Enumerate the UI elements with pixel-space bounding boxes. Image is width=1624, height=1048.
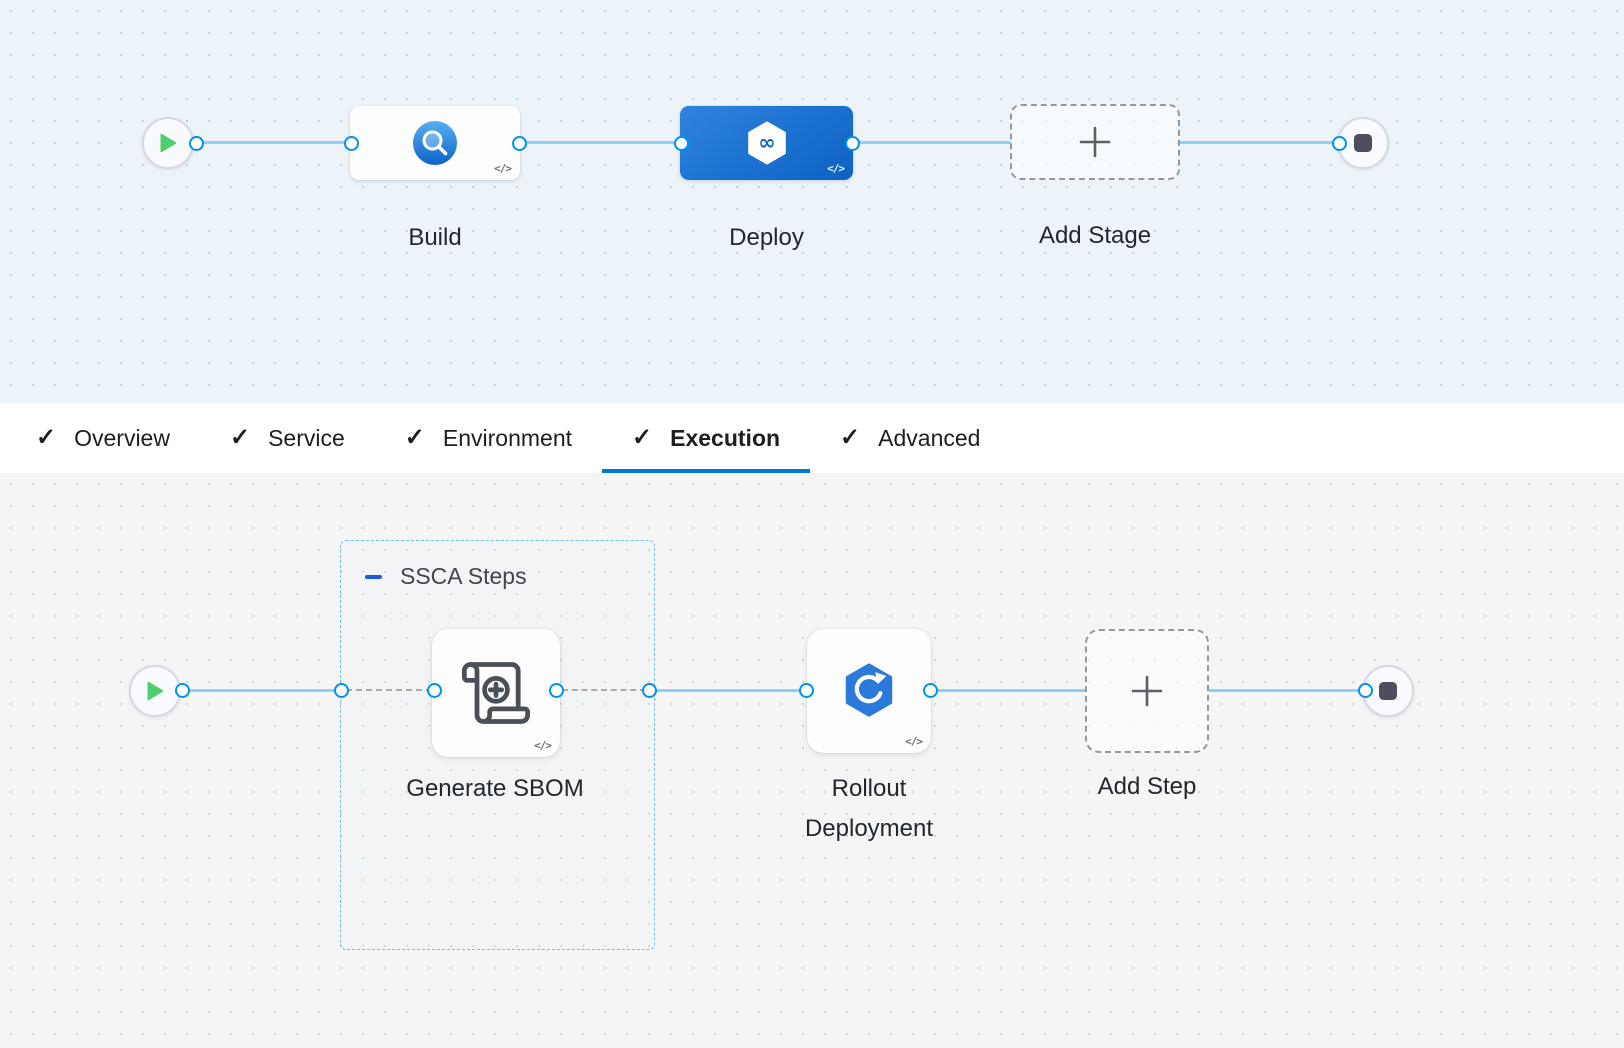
connector-line bbox=[188, 689, 338, 692]
sbom-scroll-icon bbox=[461, 662, 531, 724]
execution-canvas: SSCA Steps </> Generate SBOM bbox=[0, 473, 1624, 1048]
connector-line bbox=[1180, 141, 1336, 144]
code-edit-icon[interactable]: </> bbox=[534, 739, 552, 752]
check-icon: ✓ bbox=[36, 424, 57, 451]
connector-line bbox=[654, 689, 804, 692]
tab-service[interactable]: ✓ Service bbox=[200, 403, 375, 473]
rollout-deployment-icon bbox=[845, 663, 893, 717]
stage-node-deploy[interactable]: ∞ </> bbox=[680, 106, 853, 180]
node-port[interactable] bbox=[1358, 683, 1373, 698]
execution-start-node bbox=[129, 665, 181, 717]
stage-canvas: </> Build ∞ </> Deploy Add Stage bbox=[0, 0, 1624, 403]
step-node-rollout-deployment[interactable]: </> bbox=[807, 629, 931, 753]
code-edit-icon[interactable]: </> bbox=[827, 162, 845, 175]
check-icon: ✓ bbox=[404, 424, 425, 451]
node-port[interactable] bbox=[799, 683, 814, 698]
ssca-group-header: SSCA Steps bbox=[365, 563, 527, 590]
ssca-group-label: SSCA Steps bbox=[400, 563, 527, 589]
check-icon: ✓ bbox=[840, 424, 861, 451]
svg-text:∞: ∞ bbox=[758, 131, 776, 155]
connector-line bbox=[201, 141, 349, 144]
stop-icon bbox=[1379, 682, 1397, 700]
node-port[interactable] bbox=[923, 683, 938, 698]
check-icon: ✓ bbox=[632, 424, 653, 451]
tab-label: Environment bbox=[442, 424, 573, 451]
tab-environment[interactable]: ✓ Environment bbox=[375, 403, 602, 473]
connector-line bbox=[934, 689, 1087, 692]
connector-line bbox=[1209, 689, 1361, 692]
node-port[interactable] bbox=[427, 683, 442, 698]
code-edit-icon[interactable]: </> bbox=[494, 162, 512, 175]
cd-deploy-icon: ∞ bbox=[747, 121, 786, 165]
play-icon bbox=[147, 681, 164, 701]
step-label-generate-sbom: Generate SBOM bbox=[406, 775, 584, 802]
check-icon: ✓ bbox=[229, 424, 251, 451]
stage-node-build[interactable]: </> bbox=[350, 106, 520, 180]
tab-execution[interactable]: ✓ Execution bbox=[602, 403, 810, 473]
tab-advanced[interactable]: ✓ Advanced bbox=[810, 403, 1010, 473]
tab-label: Overview bbox=[74, 424, 170, 451]
tab-label: Execution bbox=[670, 424, 781, 451]
add-step-button[interactable] bbox=[1085, 629, 1209, 753]
tab-label: Advanced bbox=[878, 424, 981, 451]
node-port[interactable] bbox=[189, 136, 204, 151]
node-port[interactable] bbox=[344, 136, 359, 151]
tab-label: Service bbox=[268, 424, 345, 451]
node-port[interactable] bbox=[1332, 136, 1347, 151]
node-port[interactable] bbox=[334, 683, 349, 698]
step-node-generate-sbom[interactable]: </> bbox=[432, 629, 560, 757]
collapse-minus-icon[interactable] bbox=[365, 574, 382, 579]
node-port[interactable] bbox=[845, 136, 860, 151]
connector-line bbox=[858, 141, 1012, 144]
play-icon bbox=[160, 133, 177, 153]
ci-build-icon bbox=[413, 121, 457, 165]
plus-icon bbox=[1079, 126, 1111, 158]
stage-tab-bar: ✓ Overview ✓ Service ✓ Environment ✓ Exe… bbox=[0, 403, 1624, 473]
plus-icon bbox=[1131, 675, 1163, 707]
add-stage-label: Add Stage bbox=[1038, 222, 1152, 249]
node-port[interactable] bbox=[549, 683, 564, 698]
code-edit-icon[interactable]: </> bbox=[905, 735, 923, 748]
step-label-rollout-deployment: Rollout Deployment bbox=[804, 775, 934, 842]
stage-label-deploy: Deploy bbox=[729, 224, 804, 251]
node-port[interactable] bbox=[642, 683, 657, 698]
connector-line-dashed bbox=[346, 689, 432, 691]
stage-label-build: Build bbox=[408, 224, 462, 251]
stop-icon bbox=[1354, 134, 1372, 152]
node-port[interactable] bbox=[175, 683, 190, 698]
connector-line-dashed bbox=[562, 689, 646, 691]
pipeline-end-node bbox=[1337, 117, 1389, 169]
tab-overview[interactable]: ✓ Overview bbox=[6, 403, 200, 473]
pipeline-start-node bbox=[142, 117, 194, 169]
connector-line bbox=[526, 141, 678, 144]
node-port[interactable] bbox=[512, 136, 527, 151]
add-stage-button[interactable] bbox=[1010, 104, 1180, 180]
add-step-label: Add Step bbox=[1097, 773, 1197, 800]
node-port[interactable] bbox=[674, 136, 689, 151]
